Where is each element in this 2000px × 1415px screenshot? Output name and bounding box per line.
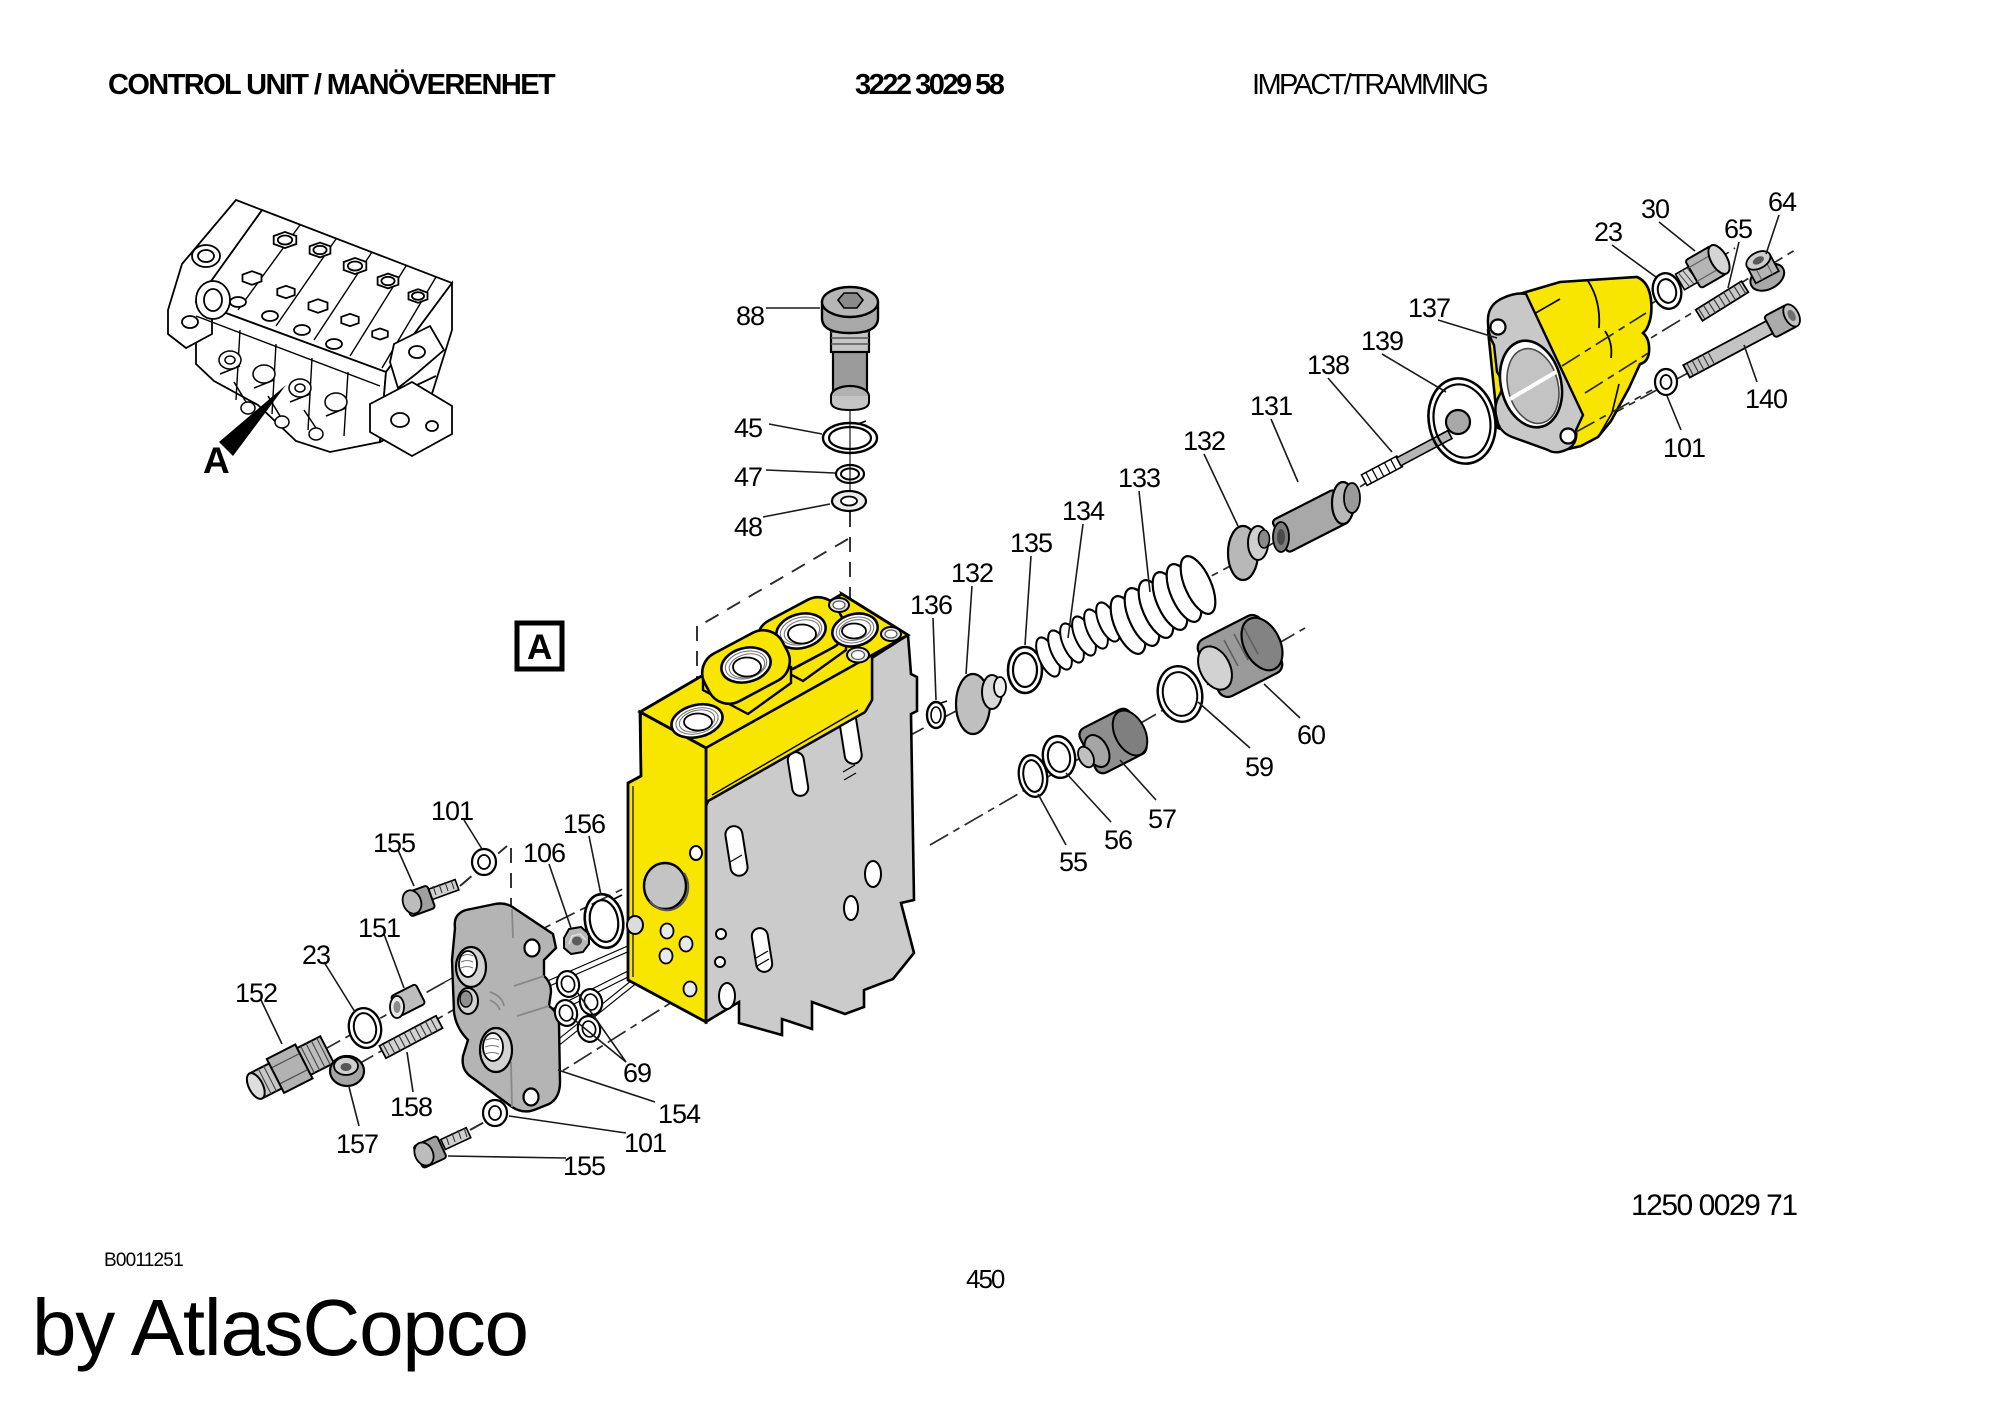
svg-text:135: 135 xyxy=(1010,528,1052,558)
svg-text:131: 131 xyxy=(1250,391,1292,421)
svg-text:23: 23 xyxy=(1594,217,1622,247)
svg-text:154: 154 xyxy=(658,1099,701,1129)
svg-text:101: 101 xyxy=(1663,433,1705,463)
svg-text:B0011251: B0011251 xyxy=(104,1250,183,1271)
svg-text:132: 132 xyxy=(1183,426,1225,456)
svg-text:155: 155 xyxy=(373,828,415,858)
svg-text:59: 59 xyxy=(1245,752,1273,782)
svg-text:133: 133 xyxy=(1118,463,1160,493)
svg-text:3222 3029 58: 3222 3029 58 xyxy=(855,69,1005,101)
svg-text:23: 23 xyxy=(302,940,330,970)
svg-text:IMPACT/TRAMMING: IMPACT/TRAMMING xyxy=(1252,69,1487,101)
svg-text:158: 158 xyxy=(390,1092,432,1122)
svg-text:137: 137 xyxy=(1408,293,1450,323)
svg-text:60: 60 xyxy=(1297,720,1325,750)
svg-text:69: 69 xyxy=(623,1058,651,1088)
svg-text:by AtlasCopco: by AtlasCopco xyxy=(32,1283,528,1372)
svg-text:152: 152 xyxy=(235,978,277,1008)
svg-text:155: 155 xyxy=(563,1151,605,1181)
svg-text:CONTROL UNIT / MANÖVERENHET: CONTROL UNIT / MANÖVERENHET xyxy=(108,68,556,101)
svg-text:A: A xyxy=(527,628,552,667)
svg-text:65: 65 xyxy=(1724,214,1752,244)
svg-text:A: A xyxy=(203,440,230,481)
svg-text:101: 101 xyxy=(624,1128,666,1158)
svg-text:106: 106 xyxy=(523,838,565,868)
svg-text:157: 157 xyxy=(336,1129,378,1159)
svg-text:45: 45 xyxy=(734,413,762,443)
svg-text:139: 139 xyxy=(1361,326,1403,356)
svg-text:64: 64 xyxy=(1768,187,1797,217)
svg-text:30: 30 xyxy=(1641,194,1669,224)
svg-text:140: 140 xyxy=(1745,384,1787,414)
svg-text:132: 132 xyxy=(951,558,993,588)
svg-text:156: 156 xyxy=(563,809,605,839)
svg-text:55: 55 xyxy=(1059,847,1087,877)
svg-text:48: 48 xyxy=(734,512,762,542)
svg-text:151: 151 xyxy=(358,913,400,943)
svg-text:56: 56 xyxy=(1104,825,1132,855)
svg-text:450: 450 xyxy=(966,1264,1005,1294)
svg-text:88: 88 xyxy=(736,301,764,331)
svg-text:138: 138 xyxy=(1307,350,1349,380)
svg-text:1250 0029 71: 1250 0029 71 xyxy=(1631,1189,1797,1222)
svg-text:57: 57 xyxy=(1148,804,1176,834)
svg-text:47: 47 xyxy=(734,462,762,492)
svg-text:136: 136 xyxy=(910,590,952,620)
svg-text:134: 134 xyxy=(1062,496,1105,526)
svg-text:101: 101 xyxy=(431,796,473,826)
